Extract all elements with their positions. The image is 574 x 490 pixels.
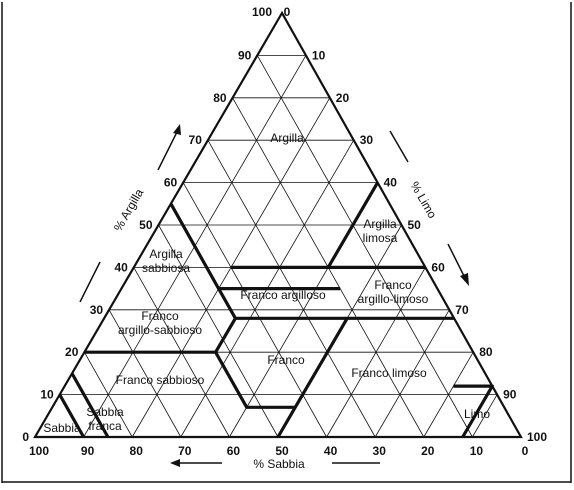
sand-tick-0: 0	[522, 444, 529, 458]
clay-tick-90: 90	[238, 48, 252, 62]
sand-tick-60: 60	[227, 444, 241, 458]
region-franco-line-0: Franco	[267, 353, 305, 367]
region-sabbia-franca-line-1: franca	[88, 419, 122, 433]
class-boundaries	[58, 181, 494, 438]
region-franco-argillo-sabbioso-line-0: Franco	[141, 309, 179, 323]
grid-silt-70	[374, 309, 450, 438]
region-argilla-limosa-line-1: limosa	[363, 231, 398, 245]
region-labels: ArgillaArgillalimosaArgillasabbiosaFranc…	[43, 131, 490, 435]
region-franco-argilloso-line-0: Franco argilloso	[240, 288, 326, 302]
clay-tick-70: 70	[189, 133, 203, 147]
sand-tick-50: 50	[275, 444, 289, 458]
sand-axis-title: % Sabbia	[253, 457, 305, 471]
region-limo-line-0: Limo	[464, 407, 490, 421]
silt-tick-20: 20	[336, 91, 350, 105]
grid-silt-60	[326, 267, 426, 438]
silt-tick-60: 60	[431, 260, 445, 274]
region-argilla-limosa-line-0: Argilla	[363, 217, 397, 231]
grid-sand-70	[108, 309, 182, 438]
sand-tick-80: 80	[130, 444, 144, 458]
sand-tick-90: 90	[81, 444, 95, 458]
region-sabbia-franca-line-0: Sabbia	[86, 405, 124, 419]
region-franco-sabbioso-line-0: Franco sabbioso	[116, 373, 205, 387]
sand-tick-100: 100	[29, 444, 49, 458]
sand-tick-40: 40	[324, 444, 338, 458]
region-argilla-sabbiosa-line-0: Argilla	[149, 247, 183, 261]
region-franco-argillo-limoso-line-1: argillo-limoso	[358, 292, 429, 306]
grid-sand-80	[84, 352, 133, 438]
region-franco-limoso-line-0: Franco limoso	[351, 366, 427, 380]
clay-arrow	[79, 124, 181, 303]
sand-tick-70: 70	[178, 444, 192, 458]
sand-tick-30: 30	[373, 444, 387, 458]
boundary-loam-left	[214, 317, 296, 409]
grid-sand-50	[158, 224, 279, 438]
grid-sand-10	[256, 55, 473, 438]
clay-tick-60: 60	[164, 176, 178, 190]
region-franco-argillo-limoso-line-0: Franco	[374, 278, 412, 292]
clay-axis-ticks: 0 10 20 30 40 50 60 70 80 90	[22, 48, 251, 444]
clay-tick-20: 20	[65, 345, 79, 359]
region-sabbia-line-0: Sabbia	[43, 421, 81, 435]
silt-arrow	[389, 130, 469, 286]
silt-axis-ticks: 10 20 30 40 50 60 70 80 90 100	[312, 48, 547, 444]
silt-tick-100: 100	[527, 430, 547, 444]
clay-tick-40: 40	[114, 260, 128, 274]
silt-tick-80: 80	[479, 345, 493, 359]
clay-tick-50: 50	[139, 218, 153, 232]
silt-tick-40: 40	[384, 176, 398, 190]
boundary-silt-loam	[276, 317, 349, 438]
tick-apex-0: 0	[284, 5, 291, 19]
silt-tick-50: 50	[408, 218, 422, 232]
region-argilla-line-0: Argilla	[270, 131, 304, 145]
boundary-loamy-sand	[70, 372, 110, 438]
silt-tick-70: 70	[455, 303, 469, 317]
clay-tick-80: 80	[213, 91, 227, 105]
grid-silt-80	[423, 351, 474, 438]
triangle-outline	[33, 10, 523, 439]
silt-tick-10: 10	[312, 48, 326, 62]
sand-tick-20: 20	[421, 444, 435, 458]
clay-tick-10: 10	[40, 388, 54, 402]
silt-tick-30: 30	[360, 133, 374, 147]
silt-tick-90: 90	[503, 388, 517, 402]
region-argilla-sabbiosa-line-1: sabbiosa	[142, 261, 190, 275]
boundary-silty-clay	[326, 181, 379, 269]
sand-arrow	[170, 459, 380, 467]
region-franco-argillo-sabbioso-line-1: argillo-sabbioso	[118, 323, 202, 337]
clay-tick-30: 30	[90, 303, 104, 317]
boundary-sand	[58, 393, 85, 438]
sand-tick-10: 10	[470, 444, 484, 458]
grid-silt-90	[472, 394, 498, 438]
tick-apex-100: 100	[252, 5, 272, 19]
clay-tick-0: 0	[22, 430, 29, 444]
